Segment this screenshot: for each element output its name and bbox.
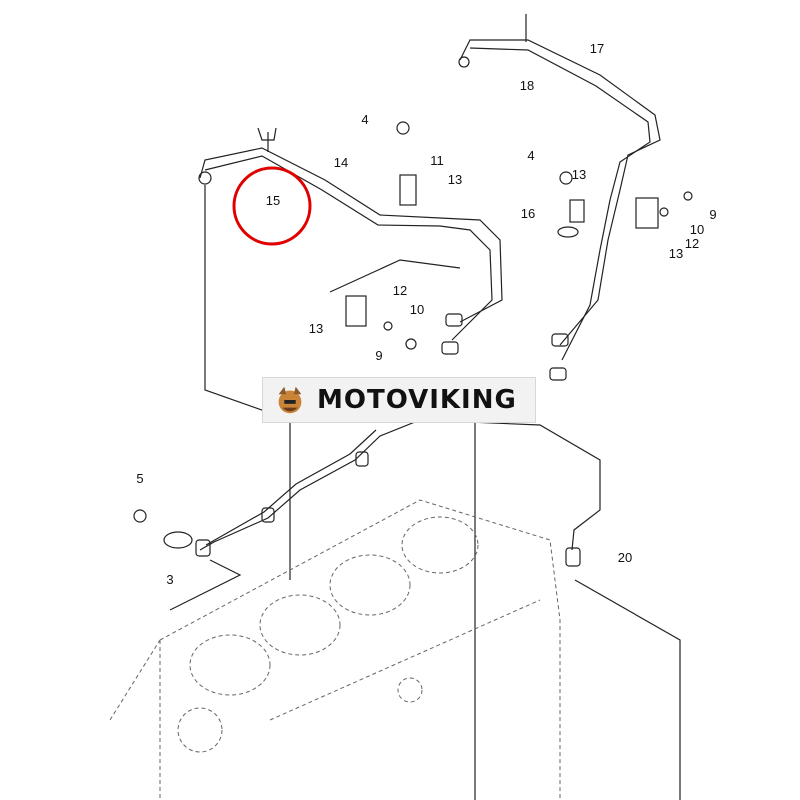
callout-13: 13 [669,246,683,261]
callout-3: 3 [166,572,173,587]
callout-14: 14 [334,155,348,170]
callout-12: 12 [685,236,699,251]
highlight-circle [232,166,312,246]
fuel-pipe-14 [199,147,503,323]
callout-13: 13 [309,321,323,336]
callout-18: 18 [520,78,534,93]
brand-name: MOTOVIKING [317,385,517,415]
fuel-pipe-18 [469,47,651,361]
viking-logo-icon [278,386,302,414]
callout-13: 13 [448,172,462,187]
callout-9: 9 [709,207,716,222]
leak-off-pipe [199,419,601,551]
brand-banner: MOTOVIKING [262,377,536,423]
callout-10: 10 [410,302,424,317]
callout-12: 12 [393,283,407,298]
callout-10: 10 [690,222,704,237]
fuel-pipe-15 [204,155,493,341]
callout-13: 13 [572,167,586,182]
engine-block [109,499,561,800]
fuel-pipe-17 [459,39,661,346]
callout-17: 17 [590,41,604,56]
callout-20: 20 [618,550,632,565]
callout-4: 4 [527,148,534,163]
callout-15: 15 [266,193,280,208]
callout-11: 11 [430,153,444,168]
callout-9: 9 [375,348,382,363]
callout-16: 16 [521,206,535,221]
callout-4: 4 [361,112,368,127]
callout-5: 5 [136,471,143,486]
